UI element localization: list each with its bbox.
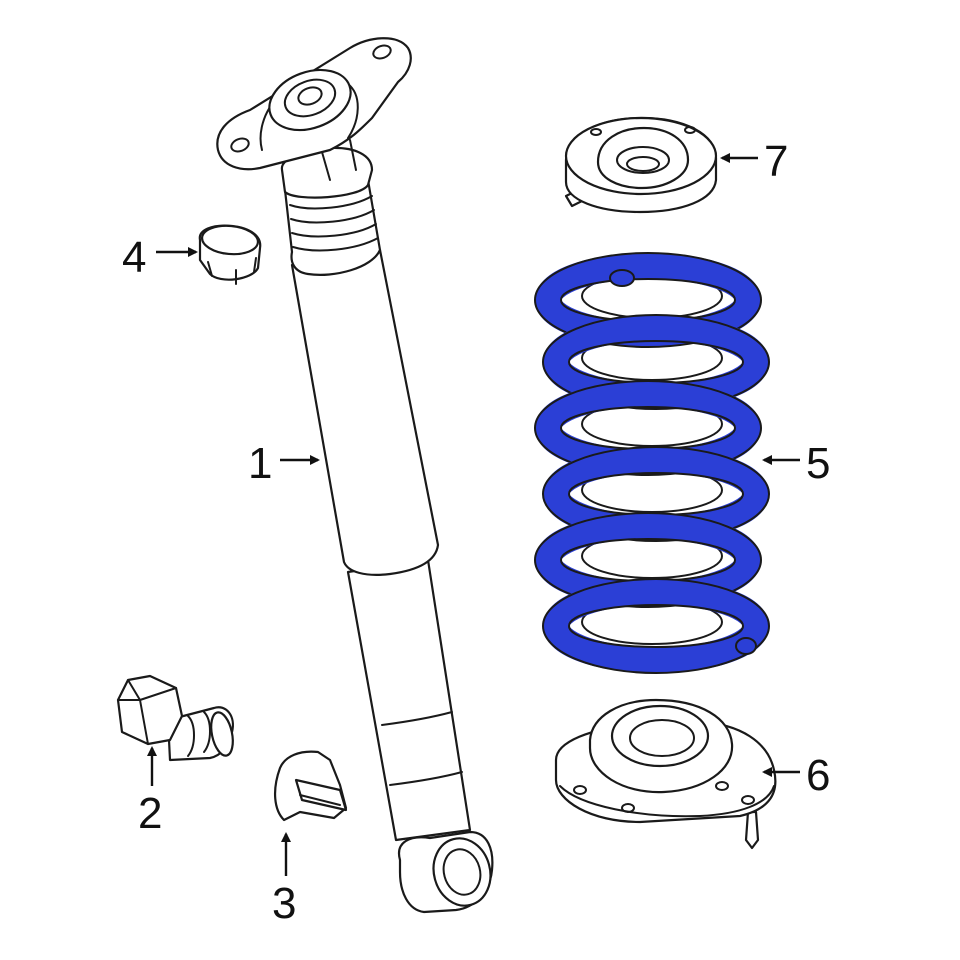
spring-coil-outline	[534, 380, 762, 476]
callout-label-1: 1	[248, 439, 272, 488]
spring-coil-outline	[534, 252, 762, 348]
spring-coil	[543, 579, 769, 673]
callout-label-6: 6	[806, 751, 830, 800]
shock-absorber	[216, 37, 494, 914]
spring-coil-outline	[542, 314, 770, 410]
callout-3: 3	[272, 832, 296, 928]
retainer-nut	[274, 750, 348, 822]
spring-coil-outline	[560, 406, 736, 450]
upper-spring-seat	[564, 116, 718, 214]
coil-spring	[534, 252, 770, 674]
callout-6: 6	[762, 751, 830, 800]
callout-label-5: 5	[806, 439, 830, 488]
callout-4: 4	[122, 233, 198, 282]
callout-5: 5	[762, 439, 830, 488]
spring-coil-outline	[568, 604, 744, 648]
spring-coil-outline	[568, 472, 744, 516]
lower-spring-seat	[554, 698, 777, 850]
callout-1: 1	[248, 439, 320, 488]
spring-coil-outline	[542, 578, 770, 674]
callout-label-3: 3	[272, 879, 296, 928]
callout-label-7: 7	[764, 137, 788, 186]
spring-bottom-end	[735, 637, 757, 655]
spring-coil-outline	[542, 446, 770, 542]
callout-2: 2	[138, 746, 162, 838]
callout-label-2: 2	[138, 789, 162, 838]
spring-coil-outline	[560, 538, 736, 582]
spring-top-end	[609, 269, 635, 287]
callout-label-4: 4	[122, 233, 146, 282]
bolt	[116, 674, 234, 762]
top-nut	[198, 224, 262, 285]
callout-7: 7	[720, 137, 788, 186]
spring-coil-outline	[534, 512, 762, 608]
